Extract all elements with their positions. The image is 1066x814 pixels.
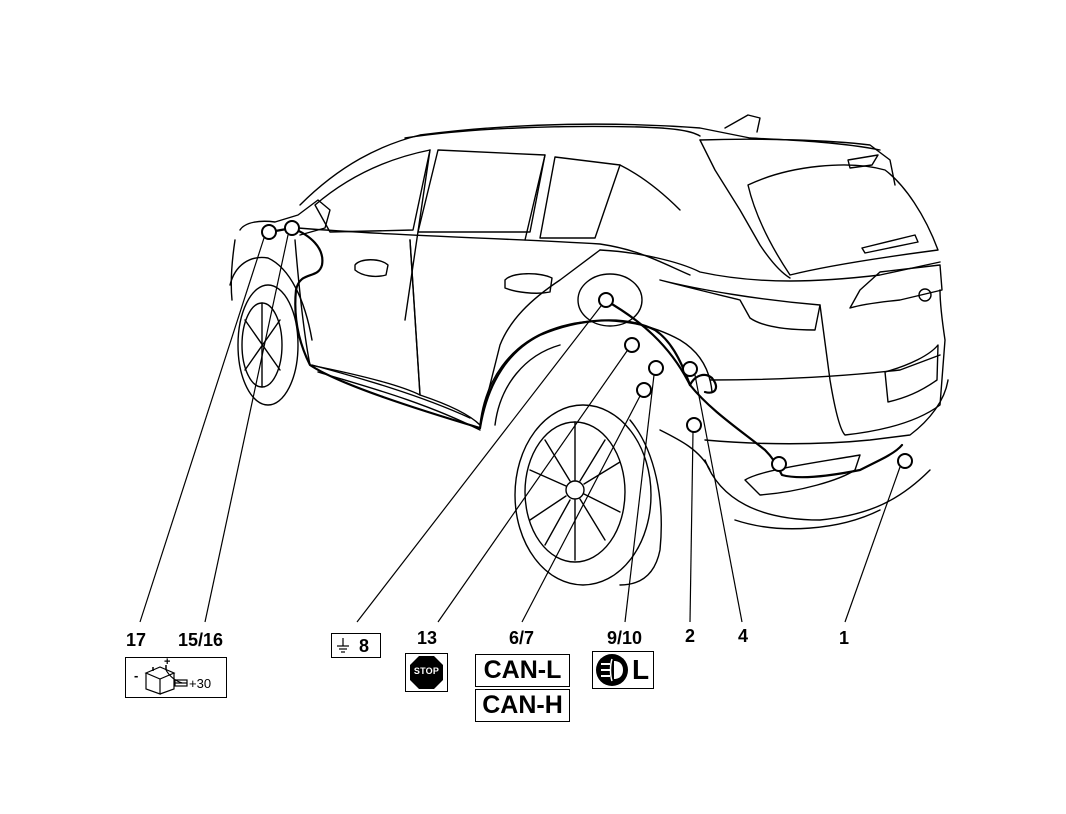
stop-lamp-box: STOP <box>405 653 448 692</box>
stop-sign-text: STOP <box>413 666 440 676</box>
connector-2 <box>686 417 702 433</box>
ground-8-label: 8 <box>359 636 370 656</box>
fog-lamp-icon <box>596 654 628 686</box>
leader-lines <box>139 234 901 623</box>
battery-terminal-box: - + +30 <box>125 656 227 698</box>
connector-points <box>261 220 913 472</box>
callout-17: 17 <box>126 630 147 650</box>
connector-17 <box>261 224 277 240</box>
can-h-label: CAN-H <box>475 689 570 722</box>
stop-sign-icon <box>410 656 443 689</box>
connector-1 <box>897 453 913 469</box>
battery-minus-label: - <box>134 668 139 683</box>
rear-fog-lamp-box: L <box>592 651 654 689</box>
callout-13: 13 <box>417 628 438 648</box>
callout-1: 1 <box>839 628 850 648</box>
fog-lamp-letter: L <box>632 654 650 685</box>
callout-9-10: 9/10 <box>607 628 643 648</box>
callout-6-7: 6/7 <box>509 628 535 648</box>
connector-3 <box>771 456 787 472</box>
connector-13 <box>624 337 640 353</box>
connector-6-7 <box>636 382 652 398</box>
connector-4 <box>682 361 698 377</box>
ground-8-box: 8 <box>331 633 381 658</box>
fuse-icon <box>174 679 188 687</box>
battery-plus-label: + <box>164 656 171 668</box>
wiring-harness <box>268 226 904 479</box>
callout-4: 4 <box>738 626 749 646</box>
ground-icon <box>337 638 349 653</box>
callout-2: 2 <box>685 626 696 646</box>
connector-8 <box>598 292 614 308</box>
battery-terminal-label: +30 <box>189 676 212 691</box>
car-body-outline <box>229 114 949 586</box>
callout-15-16: 15/16 <box>178 630 224 650</box>
can-l-label: CAN-L <box>475 654 570 687</box>
connector-15-16 <box>284 220 300 236</box>
connector-9-10 <box>648 360 664 376</box>
